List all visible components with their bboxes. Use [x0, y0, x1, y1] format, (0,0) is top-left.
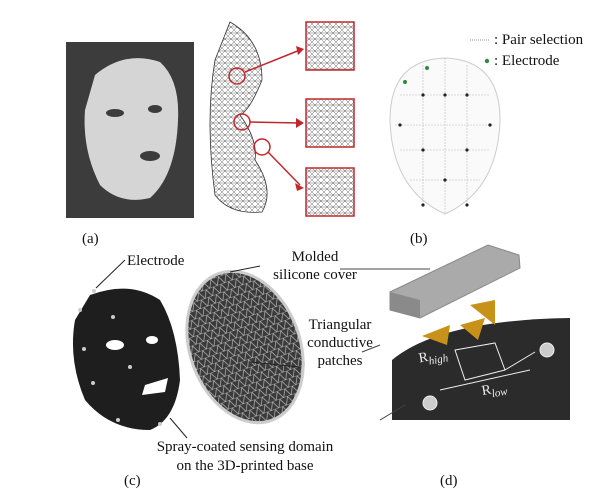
- panel-a-label: (a): [82, 231, 99, 247]
- cover-label-2: silicone cover: [273, 267, 357, 283]
- panel-c-label: (c): [124, 473, 141, 489]
- panel-d-label: (d): [440, 473, 458, 489]
- lattice-mask-photo: [185, 265, 305, 425]
- domain-label-2: on the 3D-printed base: [176, 458, 314, 474]
- domain-label-1: Spray-coated sensing domain: [156, 439, 334, 455]
- legend-pair-selection: : Pair selection: [494, 32, 584, 48]
- legend-electrode: : Electrode: [494, 53, 560, 69]
- electrode-label: Electrode: [127, 253, 185, 269]
- patch-label-3: patches: [317, 353, 363, 369]
- patch-label-2: conductive: [307, 335, 373, 351]
- cover-label-1: Molded: [291, 249, 339, 265]
- rendered-mask-image: [66, 42, 194, 218]
- panel-b-label: (b): [410, 231, 428, 247]
- black-mask-photo: [72, 259, 188, 439]
- mesh-face-profile: [209, 21, 355, 217]
- electrode-layout-face: [389, 57, 501, 215]
- sensing-schematic: [340, 244, 570, 421]
- patch-label-1: Triangular: [308, 317, 372, 333]
- legend-electrode-dot: [484, 58, 490, 64]
